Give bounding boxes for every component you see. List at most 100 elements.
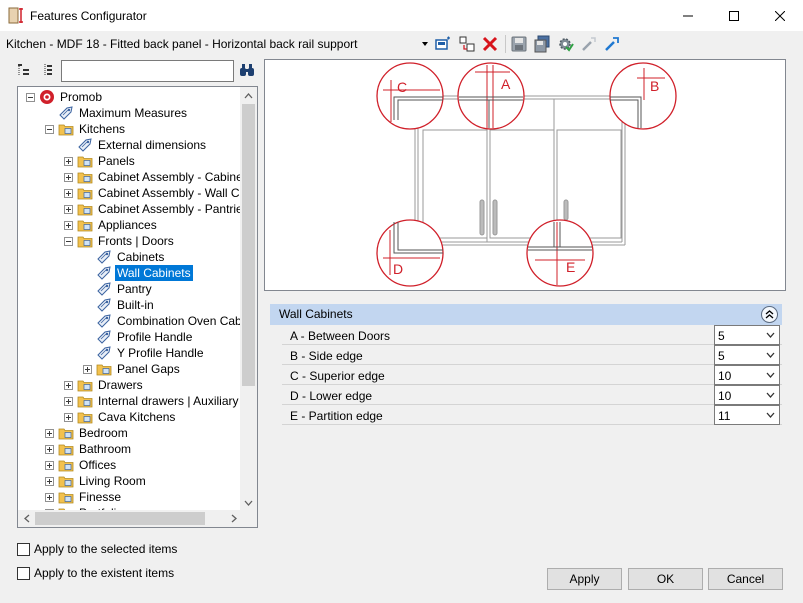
expand-all-icon[interactable]: [17, 63, 31, 77]
tree-item[interactable]: Built-in: [83, 297, 156, 313]
tree-item[interactable]: Panels: [64, 153, 137, 169]
apply-selected-checkbox[interactable]: [17, 542, 30, 556]
apply-existent-checkbox[interactable]: [17, 566, 30, 580]
expand-plus-icon[interactable]: [64, 396, 73, 406]
scrollbar-corner: [240, 510, 257, 527]
tree-item-label: Fronts | Doors: [98, 234, 174, 248]
expand-plus-icon[interactable]: [64, 156, 73, 166]
tree-item[interactable]: Panel Gaps: [83, 361, 182, 377]
scroll-left-arrow-icon[interactable]: [18, 510, 35, 527]
apply-selected-option[interactable]: Apply to the selected items: [17, 541, 177, 557]
save-icon[interactable]: [510, 35, 528, 53]
delete-icon[interactable]: [481, 35, 499, 53]
tree-item-label: Finesse: [79, 490, 122, 504]
tree-item[interactable]: Appliances: [64, 217, 159, 233]
folder-icon: [77, 185, 93, 201]
tag-icon: [96, 297, 112, 313]
settings-gear-icon[interactable]: [556, 35, 574, 53]
tree-item[interactable]: Cabinet Assembly - Pantries: [64, 201, 251, 217]
apply-icon[interactable]: [603, 35, 621, 53]
tree-item[interactable]: Cava Kitchens: [64, 409, 177, 425]
tree-item[interactable]: Internal drawers | Auxiliary: [64, 393, 241, 409]
callout-e-label: E: [566, 259, 575, 275]
expand-plus-icon[interactable]: [45, 460, 54, 470]
tree-item[interactable]: Bedroom: [45, 425, 130, 441]
callout-a: A: [457, 62, 525, 130]
expand-plus-icon[interactable]: [64, 172, 73, 182]
property-value-dropdown[interactable]: 11: [714, 405, 780, 425]
expand-plus-icon[interactable]: [64, 188, 73, 198]
expand-plus-icon[interactable]: [45, 476, 54, 486]
tree-item[interactable]: Pantry: [83, 281, 154, 297]
callout-c: C: [376, 62, 444, 130]
apply-button[interactable]: Apply: [547, 568, 622, 590]
expand-plus-icon[interactable]: [64, 380, 73, 390]
tree-horizontal-scroll-thumb[interactable]: [35, 512, 205, 525]
property-value-dropdown[interactable]: 5: [714, 325, 780, 345]
expand-plus-icon[interactable]: [64, 412, 73, 422]
tree-item[interactable]: Offices: [45, 457, 118, 473]
minimize-button[interactable]: [665, 0, 711, 31]
tree-item[interactable]: Y Profile Handle: [83, 345, 206, 361]
collapse-minus-icon[interactable]: [64, 236, 73, 246]
path-dropdown-caret-icon[interactable]: [421, 40, 429, 48]
tree-horizontal-scrollbar[interactable]: [18, 510, 242, 527]
tree-item[interactable]: Maximum Measures: [45, 105, 189, 121]
scroll-down-arrow-icon[interactable]: [240, 494, 257, 511]
move-to-icon[interactable]: [458, 35, 476, 53]
chevron-down-icon: [766, 332, 775, 338]
property-label: D - Lower edge: [290, 389, 373, 403]
tree-item[interactable]: Cabinet Assembly - Cabinets: [64, 169, 254, 185]
property-value-dropdown[interactable]: 10: [714, 365, 780, 385]
tree-item[interactable]: Living Room: [45, 473, 148, 489]
tree-item[interactable]: Finesse: [45, 489, 123, 505]
tree-item[interactable]: Cabinet Assembly - Wall Cabi: [64, 185, 257, 201]
scroll-right-arrow-icon[interactable]: [225, 510, 242, 527]
tree-vertical-scrollbar[interactable]: [240, 87, 257, 511]
properties-header-title: Wall Cabinets: [279, 307, 353, 321]
tree-item-label: Offices: [79, 458, 117, 472]
property-value-dropdown[interactable]: 5: [714, 345, 780, 365]
expand-plus-icon[interactable]: [45, 444, 54, 454]
collapse-minus-icon[interactable]: [45, 124, 54, 134]
tree-item[interactable]: Profile Handle: [83, 329, 194, 345]
ok-button[interactable]: OK: [628, 568, 703, 590]
expand-plus-icon[interactable]: [64, 220, 73, 230]
apply-existent-option[interactable]: Apply to the existent items: [17, 565, 174, 581]
tree-search-input[interactable]: [61, 60, 234, 82]
tree-item[interactable]: Cabinets: [83, 249, 166, 265]
tree-item[interactable]: Combination Oven Cabine: [83, 313, 257, 329]
properties-header[interactable]: Wall Cabinets: [270, 304, 782, 325]
binoculars-icon[interactable]: [239, 63, 255, 77]
cancel-button[interactable]: Cancel: [708, 568, 783, 590]
collapse-all-icon[interactable]: [41, 63, 55, 77]
tree-item-label: Pantry: [117, 282, 152, 296]
scroll-up-arrow-icon[interactable]: [240, 87, 257, 104]
folder-icon: [77, 377, 93, 393]
tree-item[interactable]: Bathroom: [45, 441, 133, 457]
select-item-icon[interactable]: [434, 35, 452, 53]
expand-plus-icon[interactable]: [45, 428, 54, 438]
collapse-section-button[interactable]: [761, 306, 778, 323]
tree-item[interactable]: Promob: [26, 89, 104, 105]
tree-item[interactable]: External dimensions: [64, 137, 208, 153]
folder-icon: [96, 361, 112, 377]
tree-vertical-scroll-thumb[interactable]: [242, 104, 255, 386]
pick-icon[interactable]: [580, 35, 598, 53]
tree-item[interactable]: Wall Cabinets: [83, 265, 193, 281]
expand-plus-icon[interactable]: [64, 204, 73, 214]
close-button[interactable]: [757, 0, 803, 31]
tree-item[interactable]: Kitchens: [45, 121, 127, 137]
collapse-minus-icon[interactable]: [26, 92, 35, 102]
expand-plus-icon[interactable]: [83, 364, 92, 374]
tree-item-label: Y Profile Handle: [117, 346, 204, 360]
maximize-button[interactable]: [711, 0, 757, 31]
tree-item[interactable]: Drawers: [64, 377, 145, 393]
item-path-selector[interactable]: Kitchen - MDF 18 - Fitted back panel - H…: [6, 37, 358, 51]
save-as-icon[interactable]: [533, 35, 551, 53]
expand-plus-icon[interactable]: [45, 492, 54, 502]
property-value-dropdown[interactable]: 10: [714, 385, 780, 405]
tree-item[interactable]: Fronts | Doors: [64, 233, 176, 249]
